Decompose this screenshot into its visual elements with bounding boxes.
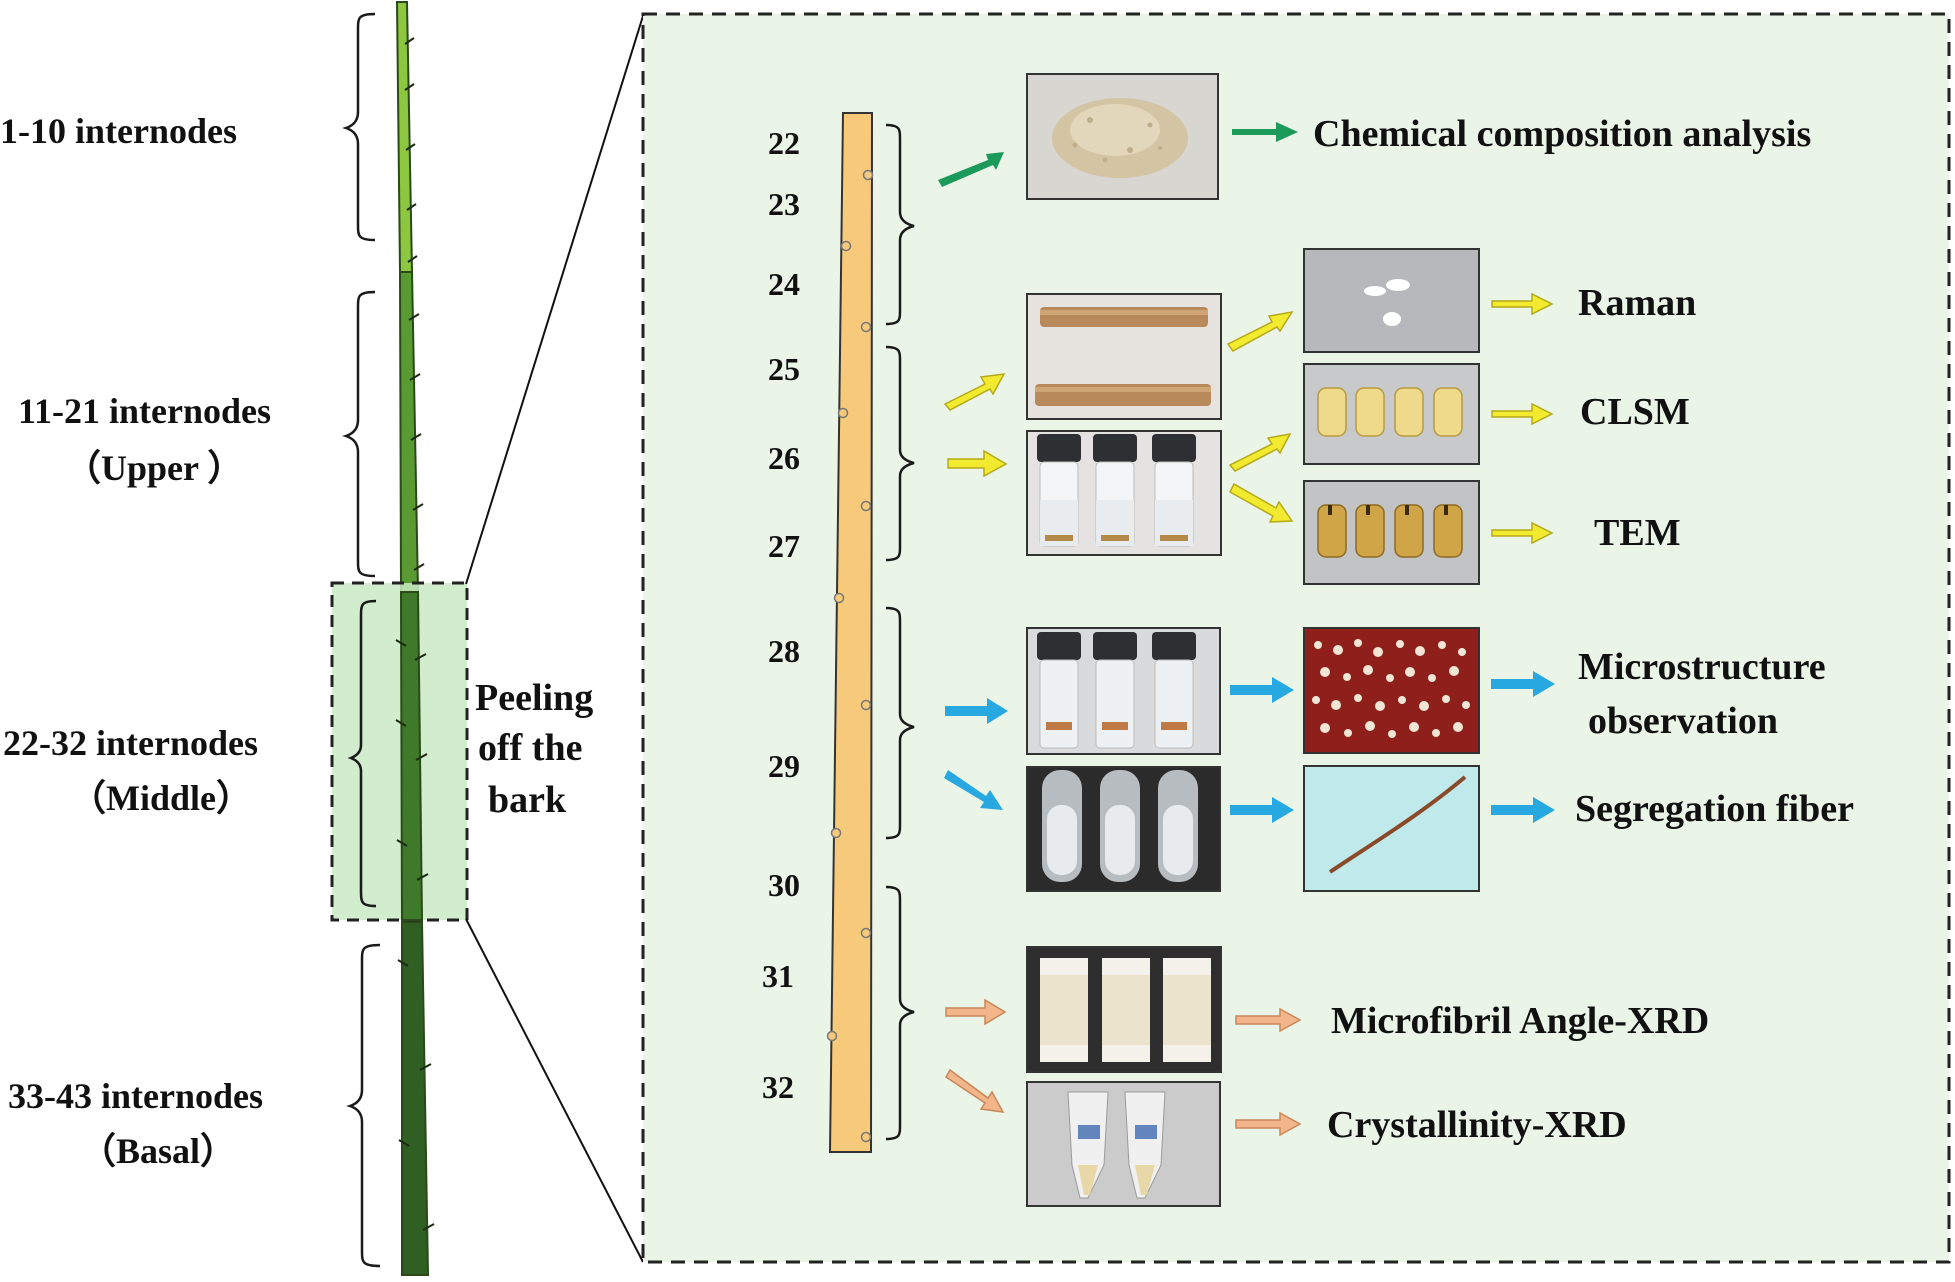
- internode-30: 30: [768, 867, 800, 903]
- section-label-1: 1-10 internodes: [0, 111, 237, 151]
- internode-25: 25: [768, 351, 800, 387]
- peeling-line-3: bark: [488, 779, 567, 821]
- label-microstructure-line-2: observation: [1588, 700, 1778, 742]
- peeling-label: Peeling off the bark: [475, 677, 593, 821]
- bracket-33-43: [346, 943, 381, 1268]
- label-tem: TEM: [1594, 512, 1681, 554]
- label-crystallinity-xrd: Crystallinity-XRD: [1327, 1104, 1627, 1146]
- label-microfibril-angle-xrd: Microfibril Angle-XRD: [1331, 1000, 1709, 1042]
- stem-segment-top: [395, 0, 414, 273]
- strip-bracket-cell-wall: [885, 345, 915, 562]
- segregation-fiber-image: [1303, 765, 1480, 892]
- arrow-blue-to-microstructure: [1230, 677, 1294, 703]
- zoom-line-top: [465, 15, 644, 585]
- section-sublabel-3: （Middle）: [70, 778, 252, 818]
- arrow-orange-to-mfa: [1235, 1007, 1302, 1033]
- internode-28: 28: [768, 633, 800, 669]
- tem-sample-photo: [1303, 480, 1480, 585]
- internode-23: 23: [768, 186, 800, 222]
- arrow-blue-to-tubes: [944, 770, 1003, 810]
- section-label-3: 22-32 internodes: [3, 723, 258, 763]
- arrow-blue-segregation: [1491, 797, 1555, 823]
- section-label-4: 33-43 internodes: [8, 1076, 263, 1116]
- label-raman: Raman: [1578, 282, 1696, 324]
- strip-brackets: [885, 123, 915, 1141]
- arrow-green-to-chemical: [1232, 122, 1298, 142]
- arrow-yellow-to-vials: [947, 449, 1008, 478]
- vials-photo-cellwall: [1026, 430, 1222, 556]
- arrow-orange-to-strips: [945, 998, 1007, 1026]
- arrows-green: [938, 122, 1298, 187]
- bracket-22-32-top: [347, 599, 377, 908]
- internode-27: 27: [768, 528, 800, 564]
- test-tubes-photo: [1026, 766, 1221, 892]
- label-clsm: CLSM: [1580, 391, 1690, 433]
- internode-32: 32: [762, 1069, 794, 1105]
- label-segregation-fiber: Segregation fiber: [1575, 788, 1854, 830]
- section-label-2: 11-21 internodes: [18, 391, 271, 431]
- arrow-yellow-to-clsm: [1228, 432, 1292, 472]
- stem-segment-basal: [401, 921, 430, 1276]
- internode-numbers: 22 23 24 25 26 27 28 29 30 31 32: [762, 125, 800, 1105]
- internode-29: 29: [768, 748, 800, 784]
- label-microstructure-line-1: Microstructure: [1578, 646, 1826, 688]
- clsm-sample-photo: [1303, 363, 1480, 465]
- section-sublabel-4: （Basal）: [80, 1131, 236, 1171]
- arrow-yellow-to-tem: [1229, 482, 1294, 523]
- internode-31: 31: [762, 958, 794, 994]
- section-labels: 1-10 internodes 11-21 internodes （Upper …: [0, 111, 271, 1171]
- label-chemical-composition: Chemical composition analysis: [1313, 113, 1811, 155]
- strip-bracket-fiber: [885, 606, 915, 840]
- internode-26: 26: [768, 440, 800, 476]
- bracket-11-21: [342, 290, 376, 578]
- wood-stick-photo: [1026, 293, 1222, 420]
- strip-bracket-xrd: [885, 885, 915, 1141]
- arrows-blue: [944, 671, 1555, 823]
- arrow-orange-to-crystallinity: [1235, 1111, 1302, 1137]
- peeling-line-2: off the: [478, 727, 582, 769]
- arrow-yellow-to-raman: [1226, 310, 1294, 352]
- bracket-1-10: [342, 12, 376, 242]
- internode-22: 22: [768, 125, 800, 161]
- arrow-blue-to-vials: [945, 698, 1008, 724]
- arrows-orange: [945, 998, 1302, 1137]
- arrow-yellow-clsm: [1491, 402, 1554, 426]
- centrifuge-tubes-photo: [1026, 1081, 1221, 1207]
- peeled-bamboo-strip: [828, 112, 874, 1153]
- xrd-strips-photo: [1026, 946, 1222, 1073]
- zoom-line-bottom: [465, 918, 644, 1263]
- arrow-yellow-to-sticks: [943, 373, 1006, 411]
- raman-sample-photo: [1303, 248, 1480, 353]
- arrow-orange-to-tubes: [945, 1068, 1005, 1113]
- microstructure-image: [1303, 627, 1480, 754]
- strip-bracket-chemical: [885, 123, 915, 326]
- arrow-green-to-powder: [938, 152, 1004, 187]
- arrow-blue-microstructure: [1491, 671, 1555, 697]
- arrow-blue-to-fiber: [1230, 797, 1294, 823]
- vials-photo-microstructure: [1026, 627, 1221, 755]
- arrows-yellow: [943, 292, 1554, 545]
- powder-sample-photo: [1026, 73, 1219, 200]
- analysis-labels: Chemical composition analysis Raman CLSM…: [1313, 113, 1854, 1146]
- middle-section-highlight: [330, 581, 469, 922]
- arrow-yellow-raman: [1491, 292, 1554, 316]
- peeling-line-1: Peeling: [475, 677, 593, 719]
- arrow-yellow-tem: [1491, 521, 1554, 545]
- section-sublabel-2: （Upper ）: [65, 448, 243, 488]
- strip-node-dots: [826, 169, 874, 1143]
- internode-24: 24: [768, 266, 800, 302]
